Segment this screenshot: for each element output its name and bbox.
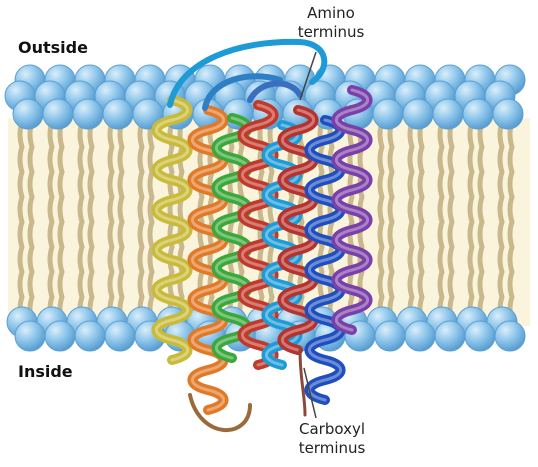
lipid-head xyxy=(105,321,135,351)
lipid-head xyxy=(493,99,523,129)
lipid-head xyxy=(13,99,43,129)
lipid-head xyxy=(75,321,105,351)
lipid-tail xyxy=(410,122,412,322)
amino-terminus-label: Amino terminus xyxy=(286,4,376,42)
lipid-head xyxy=(15,321,45,351)
lipid-head xyxy=(375,321,405,351)
lipid-head xyxy=(43,99,73,129)
lipid-tail xyxy=(480,122,482,322)
lipid-head xyxy=(73,99,103,129)
lipid-tail xyxy=(20,122,22,322)
lipid-tail xyxy=(380,122,382,322)
lipid-tail xyxy=(390,122,392,322)
amino-terminus-line2: terminus xyxy=(286,23,376,42)
lipid-head xyxy=(435,321,465,351)
lipid-head xyxy=(465,321,495,351)
carboxyl-terminus-label: Carboxyl terminus xyxy=(282,420,382,458)
lipid-head xyxy=(403,99,433,129)
inside-label: Inside xyxy=(18,362,73,381)
lipid-head xyxy=(373,99,403,129)
outside-label: Outside xyxy=(18,38,88,57)
lipid-tail xyxy=(80,122,82,322)
lipid-head xyxy=(463,99,493,129)
carboxyl-terminus-line1: Carboxyl xyxy=(282,420,382,439)
lipid-tail xyxy=(510,122,512,322)
lipid-tail xyxy=(500,122,502,322)
lipid-head xyxy=(405,321,435,351)
lipid-tail xyxy=(450,122,452,322)
lipid-tail xyxy=(440,122,442,322)
lipid-tail xyxy=(470,122,472,322)
lipid-head xyxy=(45,321,75,351)
carboxyl-tail-strand xyxy=(300,350,305,415)
lipid-head xyxy=(433,99,463,129)
lipid-tail xyxy=(50,122,52,322)
lipid-tail xyxy=(90,122,92,322)
lipid-tail xyxy=(420,122,422,322)
lipid-tail xyxy=(120,122,122,322)
lipid-tail xyxy=(60,122,62,322)
lipid-tail xyxy=(30,122,32,322)
carboxyl-terminus-line2: terminus xyxy=(282,439,382,458)
lipid-tail xyxy=(110,122,112,322)
amino-terminus-line1: Amino xyxy=(286,4,376,23)
lipid-head xyxy=(103,99,133,129)
lipid-tail xyxy=(140,122,142,322)
lipid-head xyxy=(495,321,525,351)
